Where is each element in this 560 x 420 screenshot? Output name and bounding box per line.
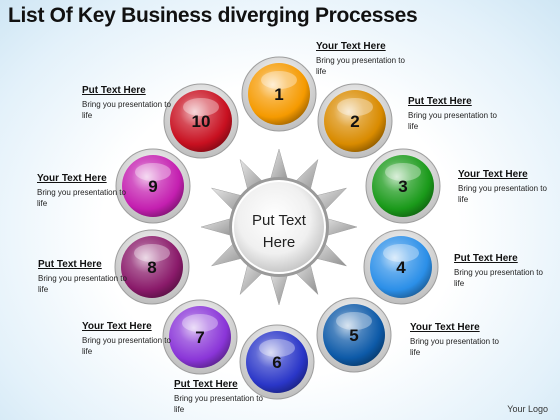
node-sphere [370, 236, 432, 298]
center-text-line2: Here [263, 234, 296, 251]
node-heading: Your Text Here [82, 321, 152, 332]
node-sphere [372, 155, 434, 217]
node-sphere [170, 90, 232, 152]
process-node-1: 1 [241, 56, 317, 132]
node-number: 6 [272, 353, 281, 372]
node-number: 10 [192, 112, 211, 131]
process-node-6: 6 [239, 324, 315, 400]
node-body: Bring you presentation to life [37, 188, 126, 208]
node-highlight [261, 71, 297, 89]
node-body: Bring you presentation to life [82, 100, 171, 120]
node-number: 9 [148, 177, 157, 196]
slide-title: List Of Key Business diverging Processes [8, 4, 418, 27]
node-number: 4 [396, 258, 406, 277]
node-highlight [337, 98, 373, 116]
node-body: Bring you presentation to life [454, 268, 543, 288]
process-node-3: 3 [365, 148, 441, 224]
process-node-7: 7 [162, 299, 238, 375]
node-heading: Your Text Here [316, 41, 386, 52]
node-body: Bring you presentation to life [410, 337, 499, 357]
node-highlight [134, 244, 170, 262]
process-node-2: 2 [317, 83, 393, 159]
node-heading: Your Text Here [458, 169, 528, 180]
node-body: Bring you presentation to life [458, 184, 547, 204]
node-heading: Put Text Here [38, 259, 102, 270]
node-body: Bring you presentation to life [38, 274, 127, 294]
node-body: Bring you presentation to life [82, 336, 171, 356]
node-sphere [248, 63, 310, 125]
node-sphere [169, 306, 231, 368]
node-sphere [246, 331, 308, 393]
node-heading: Put Text Here [174, 379, 238, 390]
node-highlight [183, 98, 219, 116]
process-node-9: 9 [115, 148, 191, 224]
node-heading: Put Text Here [408, 96, 472, 107]
process-node-5: 5 [316, 297, 392, 373]
node-heading: Your Text Here [37, 173, 107, 184]
node-sphere [122, 155, 184, 217]
node-highlight [182, 314, 218, 332]
process-node-4: 4 [363, 229, 439, 305]
node-highlight [383, 244, 419, 262]
logo-placeholder: Your Logo [507, 404, 548, 414]
node-highlight [336, 312, 372, 330]
node-number: 8 [147, 258, 156, 277]
node-sphere [323, 304, 385, 366]
node-body: Bring you presentation to life [174, 394, 263, 414]
node-highlight [135, 163, 171, 181]
node-sphere [121, 236, 183, 298]
node-heading: Put Text Here [82, 85, 146, 96]
node-body: Bring you presentation to life [316, 56, 405, 76]
node-number: 5 [349, 326, 358, 345]
node-number: 2 [350, 112, 359, 131]
node-highlight [259, 339, 295, 357]
node-heading: Your Text Here [410, 322, 480, 333]
node-number: 7 [195, 328, 204, 347]
node-number: 1 [274, 85, 283, 104]
node-number: 3 [398, 177, 407, 196]
center-circle [232, 180, 326, 274]
node-sphere [324, 90, 386, 152]
node-body: Bring you presentation to life [408, 111, 497, 131]
node-highlight [385, 163, 421, 181]
center-text-line1: Put Text [252, 212, 307, 229]
process-node-10: 10 [163, 83, 239, 159]
node-heading: Put Text Here [454, 253, 518, 264]
process-node-8: 8 [114, 229, 190, 305]
